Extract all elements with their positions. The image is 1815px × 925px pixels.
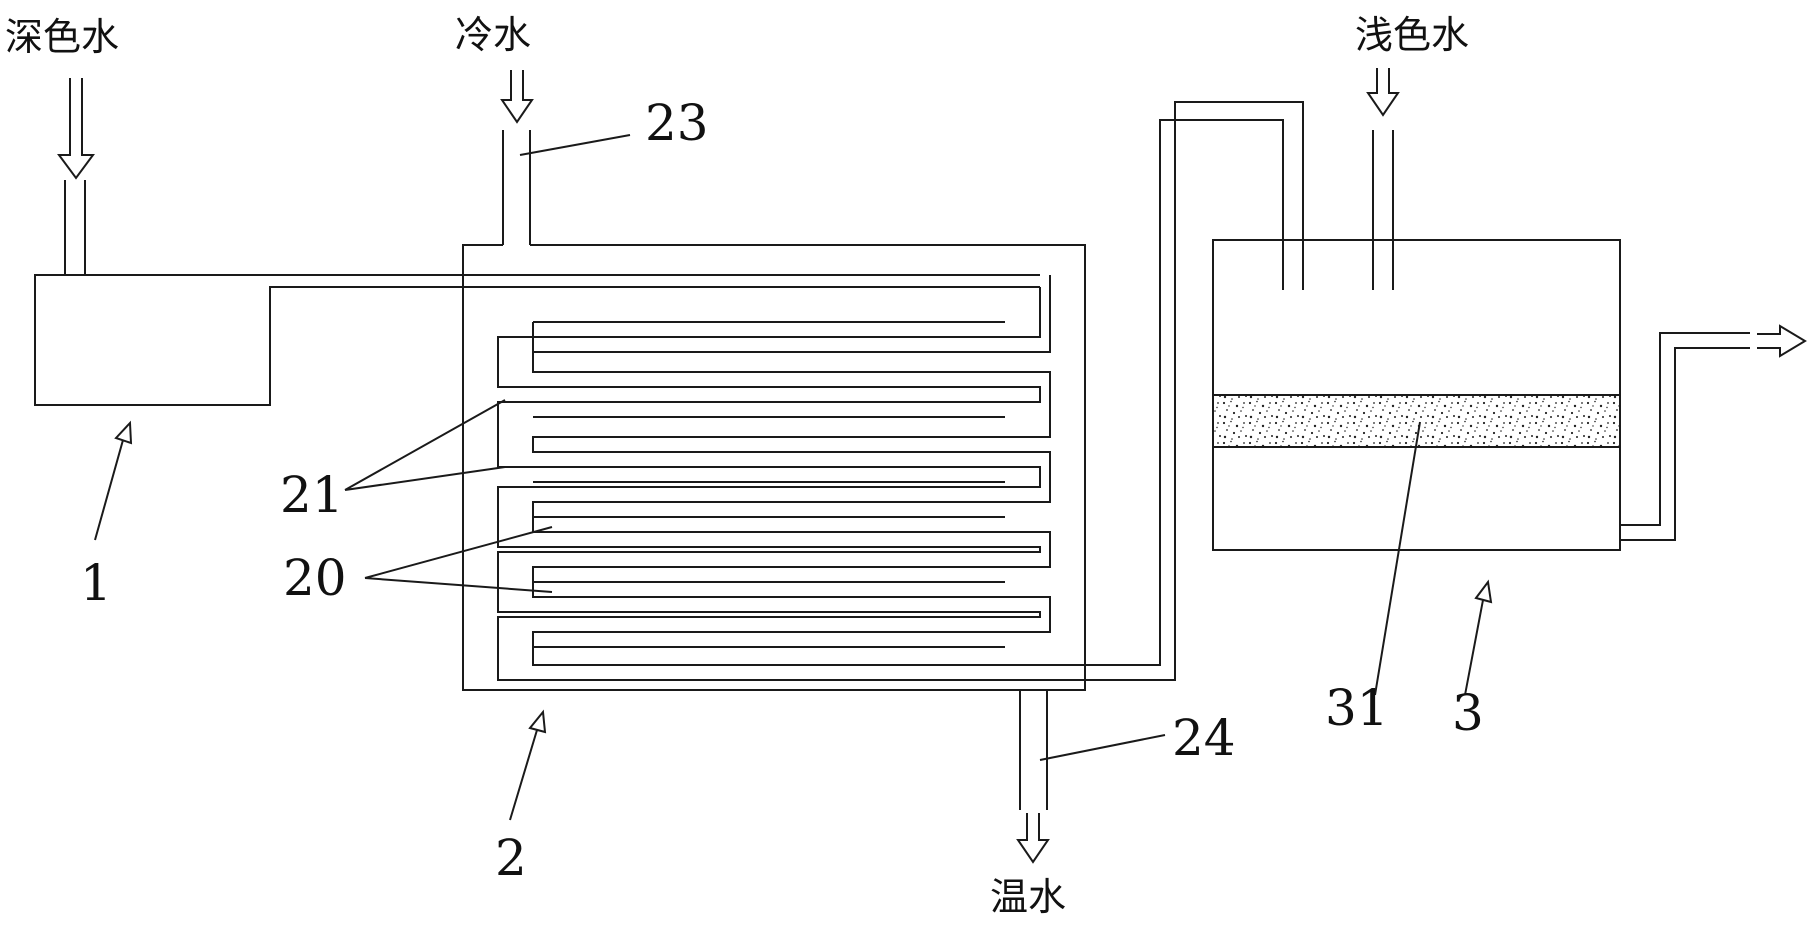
heat-exchanger-shell xyxy=(462,244,1086,691)
exchange-plate xyxy=(532,321,1005,352)
light-water-label: 浅色水 xyxy=(1355,13,1469,57)
exchange-plate xyxy=(533,466,1005,483)
label-20: 20 xyxy=(283,549,347,607)
label-3: 3 xyxy=(1452,684,1484,742)
exchange-plate xyxy=(533,386,1005,418)
leader-20 xyxy=(364,526,553,593)
label-21: 21 xyxy=(280,466,344,524)
treated-water-outlet-pipe xyxy=(1620,332,1750,541)
arrow-2 xyxy=(509,709,547,821)
cold-water-inlet-pipe xyxy=(502,130,531,245)
leader-31 xyxy=(1374,421,1421,696)
tank-top-line xyxy=(84,180,1040,276)
arrow-3 xyxy=(1464,579,1493,696)
warm-water-label: 温水 xyxy=(990,875,1066,919)
arrow-1 xyxy=(94,420,133,541)
cold-water-label: 冷水 xyxy=(455,13,531,57)
leader-23 xyxy=(519,134,631,156)
warm-water-outlet-pipe xyxy=(1019,690,1048,810)
label-31: 31 xyxy=(1325,679,1389,737)
dark-water-inlet-arrow xyxy=(57,78,95,180)
label-2: 2 xyxy=(495,829,527,887)
light-water-inlet-arrow xyxy=(1366,68,1400,117)
tank-body xyxy=(34,274,1040,406)
exchange-plate xyxy=(533,581,1005,613)
label-23: 23 xyxy=(645,94,709,152)
leader-24 xyxy=(1039,734,1166,761)
warm-water-outlet-arrow xyxy=(1016,813,1050,864)
leader-21 xyxy=(344,399,506,491)
label-24: 24 xyxy=(1172,709,1236,767)
flow-channel-outer xyxy=(532,119,1284,666)
dark-water-label: 深色水 xyxy=(5,15,119,59)
light-water-inlet-pipe xyxy=(1372,130,1394,290)
flow-channel-inner xyxy=(497,101,1304,681)
exchange-plate xyxy=(533,516,1005,548)
treated-water-outlet-arrow xyxy=(1757,324,1807,358)
cold-water-inlet-arrow xyxy=(500,70,534,124)
label-1: 1 xyxy=(80,554,112,612)
